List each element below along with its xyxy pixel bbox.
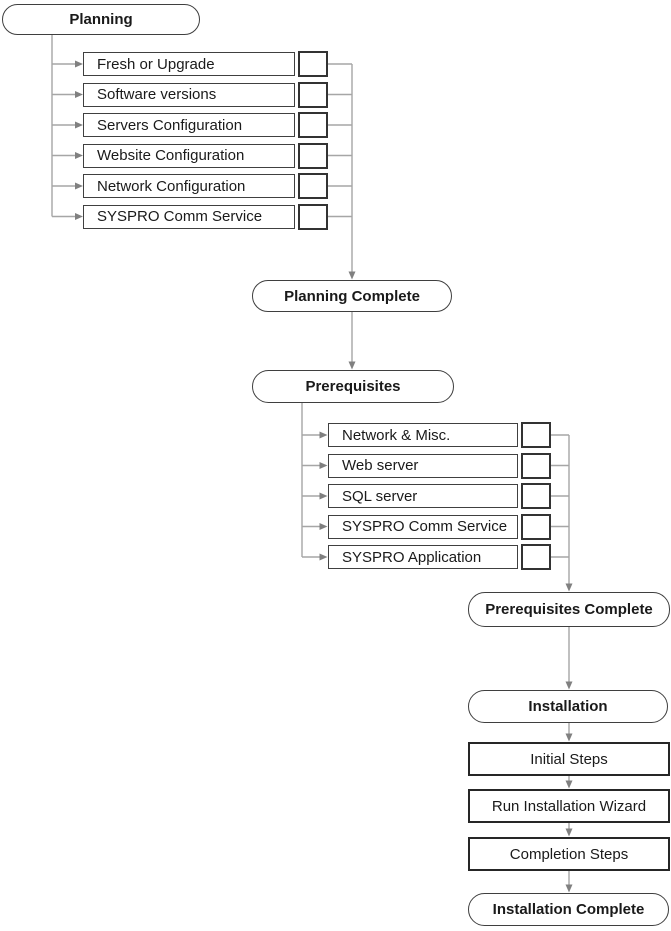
step-label: Run Installation Wizard xyxy=(491,797,647,815)
installation-step-initial-steps: Initial Steps xyxy=(468,742,670,776)
checkbox xyxy=(298,51,328,77)
checkbox xyxy=(298,81,328,108)
step-label: Initial Steps xyxy=(530,750,608,768)
checklist-row: SQL server xyxy=(328,483,551,509)
checklist-row: Network & Misc. xyxy=(328,422,551,448)
checkbox xyxy=(521,422,551,448)
checklist-row: SYSPRO Comm Service xyxy=(83,203,328,230)
prerequisites-complete-node: Prerequisites Complete xyxy=(468,592,670,627)
checklist-row: Software versions xyxy=(83,81,328,108)
installation-step-completion-steps: Completion Steps xyxy=(468,837,670,871)
installation-start-label: Installation xyxy=(528,698,608,715)
checkbox xyxy=(298,173,328,199)
checkbox xyxy=(298,142,328,169)
checklist-item-label: Web server xyxy=(328,453,518,478)
checklist-row: Web server xyxy=(328,452,551,479)
prerequisites-start-node: Prerequisites xyxy=(252,370,454,403)
checklist-row: Servers Configuration xyxy=(83,112,328,138)
checklist-item-label: Network & Misc. xyxy=(328,423,518,447)
installation-start-node: Installation xyxy=(468,690,668,723)
checkbox xyxy=(298,112,328,138)
checklist-item-label: Fresh or Upgrade xyxy=(83,52,295,76)
checkbox xyxy=(521,483,551,509)
checklist-item-label: Network Configuration xyxy=(83,174,295,198)
planning-start-label: Planning xyxy=(69,11,133,28)
checkbox xyxy=(521,544,551,570)
checklist-item-label: Website Configuration xyxy=(83,143,295,168)
checklist-item-label: Software versions xyxy=(83,82,295,107)
checklist-row: SYSPRO Comm Service xyxy=(328,513,551,540)
checklist-row: Website Configuration xyxy=(83,142,328,169)
checklist-item-label: SYSPRO Comm Service xyxy=(83,204,295,229)
checklist-item-label: SYSPRO Application xyxy=(328,545,518,569)
prerequisites-complete-label: Prerequisites Complete xyxy=(485,601,653,618)
planning-start-node: Planning xyxy=(2,4,200,35)
checkbox xyxy=(298,203,328,230)
planning-complete-label: Planning Complete xyxy=(284,287,420,305)
checkbox xyxy=(521,452,551,479)
checklist-row: Network Configuration xyxy=(83,173,328,199)
prerequisites-start-label: Prerequisites xyxy=(305,378,401,395)
planning-complete-node: Planning Complete xyxy=(252,280,452,312)
installation-step-run-wizard: Run Installation Wizard xyxy=(468,789,670,823)
installation-complete-node: Installation Complete xyxy=(468,893,669,926)
checkbox xyxy=(521,513,551,540)
installation-complete-label: Installation Complete xyxy=(492,901,645,918)
checklist-row: Fresh or Upgrade xyxy=(83,51,328,77)
step-label: Completion Steps xyxy=(509,845,629,863)
checklist-item-label: SYSPRO Comm Service xyxy=(328,514,518,539)
checklist-item-label: SQL server xyxy=(328,484,518,508)
checklist-item-label: Servers Configuration xyxy=(83,113,295,137)
checklist-row: SYSPRO Application xyxy=(328,544,551,570)
